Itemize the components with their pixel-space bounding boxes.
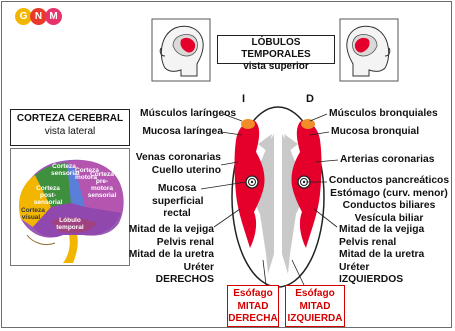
head-right-illustration [339,18,399,82]
esophagus-right-half-box: Esófago MITAD DERECHA [227,285,279,327]
esophagus-left-line3: DERECHA [228,313,278,324]
esophagus-right-line1: Esófago [295,288,335,299]
lobe-label-postsensorial: Corteza post-sensorial [33,185,63,206]
esophagus-left-half-box: Esófago MITAD IZQUIERDA [285,285,345,327]
logo-letter-m: M [45,8,62,25]
label-mucosa-rectal-line1: Mucosa [157,183,197,194]
label-mucosa-rectal-line3: rectal [163,208,191,219]
cortex-title: CORTEZA CEREBRAL [16,113,124,124]
logo-letter-g: G [15,8,32,25]
temporal-lobes-title-box: LÓBULOS TEMPORALES vista superior [217,35,335,72]
label-musculos-laringeos: Músculos laríngeos [140,108,237,119]
label-izquierdos-line4: Uréter [339,261,370,273]
side-marker-left: I [242,93,246,105]
label-mucosa-laringea: Mucosa laríngea [142,126,223,137]
esophagus-left-line1: Esófago [233,288,273,299]
label-estomago-line2: Estómago (curv. menor) [330,187,448,199]
label-mucosa-rectal-line2: superficial [152,195,204,207]
lobe-label-temporal: Lóbulo temporal [56,217,84,231]
temporal-lobes-diagram [231,106,325,288]
esophagus-right-line2: MITAD [299,300,331,312]
label-group-derechos: Mitad de la vejiga Pelvis renal Mitad de… [114,224,214,287]
esophagus-left-line2: MITAD [237,300,269,312]
label-derechos-line4: Uréter [183,261,214,273]
label-derechos-line5: DERECHOS [155,274,214,285]
lobe-label-motora: Corteza motora [75,167,99,181]
label-derechos-line3: Mitad de la uretra [128,249,214,260]
label-arterias-coronarias: Arterias coronarias [340,154,435,165]
cortex-title-box: CORTEZA CEREBRAL vista lateral [10,109,130,146]
temporal-lobes-subtitle: vista superior [243,61,309,72]
label-izquierdos-line2: Pelvis renal [339,236,397,248]
lateral-brain-illustration [18,159,124,263]
label-derechos-line2: Pelvis renal [156,236,214,248]
label-derechos-line1: Mitad de la vejiga [128,224,214,235]
lobe-label-premotora: Corteza pre-motora sensorial [87,171,117,199]
logo-letter-n: N [30,8,47,25]
temporal-lobes-title: LÓBULOS TEMPORALES [241,37,311,60]
diagram-frame: G N M LÓBULOS TEMPORALES vista superior … [1,1,452,328]
label-venas-coronarias: Venas coronarias Cuello uterino [122,152,221,177]
esophagus-right-line3: IZQUIERDA [287,313,343,324]
label-mucosa-bronquial: Mucosa bronquial [331,126,420,137]
label-izquierdos-line5: IZQUIERDOS [339,274,404,285]
side-marker-right: D [306,93,314,105]
lobe-label-sensorial: Corteza sensorial [51,163,80,177]
lateral-brain-box: Corteza sensorial Corteza motora Corteza… [10,148,130,266]
cortex-subtitle: vista lateral [44,125,96,137]
label-estomago-line3: Conductos biliares [342,200,436,211]
label-izquierdos-line3: Mitad de la uretra [339,249,425,260]
label-izquierdos-line1: Mitad de la vejiga [339,224,425,235]
lobe-label-visual: Corteza visual [21,207,45,221]
label-estomago-line1: Conductos pancreáticos [328,175,450,186]
label-musculos-bronquiales: Músculos bronquiales [329,108,438,119]
label-group-estomago: Conductos pancreáticos Estómago (curv. m… [327,175,451,225]
label-cuello-uterino-line: Cuello uterino [151,164,221,176]
head-left-illustration [151,18,211,82]
label-mucosa-rectal: Mucosa superficial rectal [152,183,204,221]
leader-lines [200,113,339,286]
label-estomago-line4: Vesícula biliar [354,212,424,224]
label-venas-coronarias-line: Venas coronarias [135,152,221,163]
label-group-izquierdos: Mitad de la vejiga Pelvis renal Mitad de… [339,224,424,287]
